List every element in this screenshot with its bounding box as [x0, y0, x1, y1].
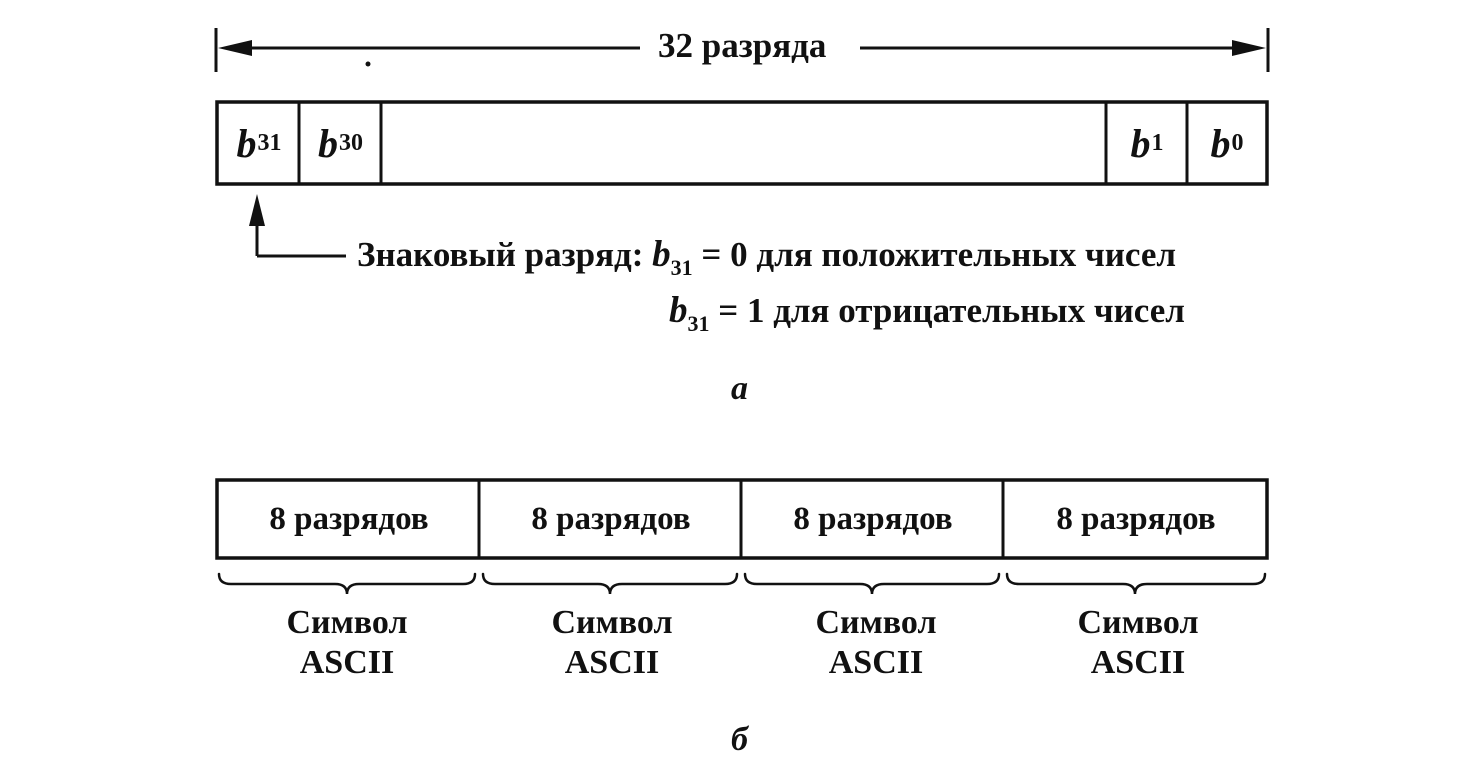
byte-underbraces	[217, 572, 1267, 595]
register-box	[215, 100, 1269, 186]
ascii-char-label-2: Символ ASCII	[512, 603, 712, 683]
char-label-line-2: ASCII	[299, 644, 395, 681]
char-label-line-2: ASCII	[828, 644, 924, 681]
byte-cell-3: 8 разрядов	[793, 500, 953, 537]
sign-bit-var-index: 31	[687, 311, 710, 336]
bit-name: b	[318, 120, 338, 166]
byte-cell-1: 8 разрядов	[269, 500, 429, 537]
ascii-char-label-4: Символ ASCII	[1038, 603, 1238, 683]
bit-index: 30	[339, 129, 363, 156]
char-label-line-1: Символ	[1077, 604, 1199, 641]
sign-bit-var-index: 31	[670, 255, 693, 280]
negative-rule-text: = 1 для отрицательных чисел	[718, 291, 1185, 330]
underbrace-3	[743, 572, 1001, 595]
byte-cell-4: 8 разрядов	[1056, 500, 1216, 537]
subfigure-label-a: а	[731, 370, 748, 407]
positive-rule-text: = 0 для положительных чисел	[701, 235, 1177, 274]
underbrace-4	[1005, 572, 1267, 595]
width-dimension-arrow	[214, 28, 1270, 72]
ascii-char-label-1: Символ ASCII	[247, 603, 447, 683]
char-label-line-1: Символ	[286, 604, 408, 641]
register-width-label: 32 разряда	[654, 28, 831, 63]
sign-bit-pointer	[249, 194, 346, 258]
bit-index: 0	[1231, 129, 1244, 156]
bit-name: b	[1210, 120, 1231, 166]
sign-bit-var: b	[669, 290, 688, 331]
underbrace-1	[217, 572, 477, 595]
sign-bit-note-line-2: b31 = 1 для отрицательных чисел	[669, 292, 1185, 335]
char-label-line-2: ASCII	[564, 644, 660, 681]
ascii-char-label-3: Символ ASCII	[776, 603, 976, 683]
sign-bit-caption: Знаковый разряд:	[357, 235, 644, 274]
sign-bit-var: b	[652, 234, 671, 275]
bit-name: b	[1130, 120, 1151, 166]
char-label-line-2: ASCII	[1090, 644, 1186, 681]
ink-dot	[365, 61, 371, 67]
sign-bit-note-line-1: Знаковый разряд: b31 = 0 для положительн…	[357, 236, 1176, 279]
bit-index: 31	[257, 129, 282, 156]
bit-index: 1	[1151, 129, 1164, 156]
underbrace-2	[481, 572, 739, 595]
bit-name: b	[236, 120, 257, 166]
subfigure-label-b: б	[731, 721, 748, 758]
char-label-line-1: Символ	[551, 604, 673, 641]
char-label-line-1: Символ	[815, 604, 937, 641]
bytes-box	[215, 478, 1269, 560]
byte-cell-2: 8 разрядов	[531, 500, 691, 537]
